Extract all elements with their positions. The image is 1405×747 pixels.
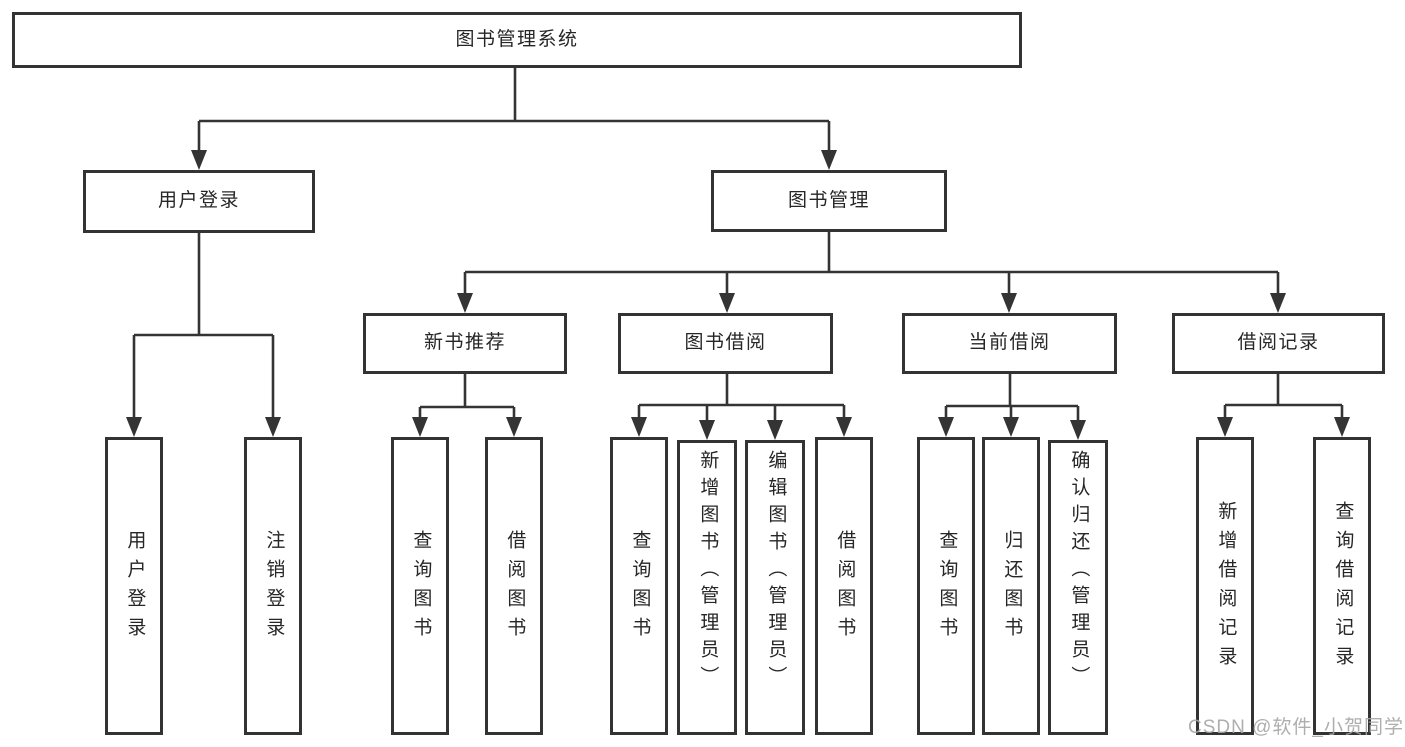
node-book-borrow: 图书借阅 <box>618 313 833 374</box>
leaf-confirm-return-admin: 确认归还（管理员） <box>1048 440 1108 735</box>
csdn-watermark: CSDN @软件_小贺同学 <box>1188 717 1404 738</box>
node-new-book-recommend: 新书推荐 <box>363 313 567 374</box>
leaf-add-book-admin: 新增图书（管理员） <box>677 440 737 735</box>
node-library-management-system: 图书管理系统 <box>12 12 1022 68</box>
node-book-management: 图书管理 <box>711 170 947 232</box>
leaf-user-login: 用户登录 <box>105 437 163 735</box>
leaf-return-book: 归还图书 <box>982 437 1040 735</box>
node-current-borrow: 当前借阅 <box>902 313 1117 374</box>
leaf-borrow-books: 借阅图书 <box>815 437 873 735</box>
leaf-logout: 注销登录 <box>244 437 302 735</box>
node-borrow-records: 借阅记录 <box>1172 313 1385 374</box>
leaf-borrow-books-recommend: 借阅图书 <box>485 437 543 735</box>
leaf-query-books-borrow: 查询图书 <box>610 437 668 735</box>
leaf-add-borrow-record: 新增借阅记录 <box>1196 437 1254 735</box>
leaf-query-books-current: 查询图书 <box>917 437 975 735</box>
leaf-query-books-recommend: 查询图书 <box>391 437 449 735</box>
leaf-query-borrow-record: 查询借阅记录 <box>1313 437 1371 735</box>
leaf-edit-book-admin: 编辑图书（管理员） <box>745 440 805 735</box>
node-user-login: 用户登录 <box>83 170 315 233</box>
